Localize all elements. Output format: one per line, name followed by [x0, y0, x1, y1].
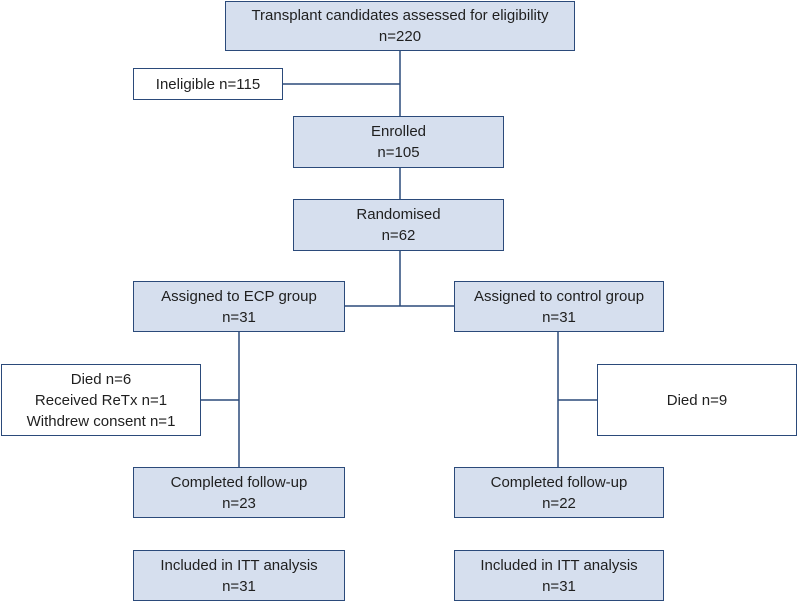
ecp-assigned-count: n=31 [222, 308, 256, 326]
ecp-completed-box: Completed follow-up n=23 [133, 467, 345, 518]
ecp-exclusion-retx: Received ReTx n=1 [34, 391, 168, 409]
control-exclusion-died: Died n=9 [666, 391, 728, 409]
ineligible-label: Ineligible n=115 [155, 75, 261, 93]
screening-box: Transplant candidates assessed for eligi… [225, 1, 575, 51]
ecp-itt-count: n=31 [222, 577, 256, 595]
control-completed-box: Completed follow-up n=22 [454, 467, 664, 518]
ecp-exclusion-died: Died n=6 [70, 370, 132, 388]
enrolled-count: n=105 [377, 144, 420, 161]
control-assigned-box: Assigned to control group n=31 [454, 281, 664, 332]
control-exclusions-box: Died n=9 [597, 364, 797, 436]
screening-title: Transplant candidates assessed for eligi… [251, 7, 549, 24]
control-itt-box: Included in ITT analysis n=31 [454, 550, 664, 601]
control-itt-count: n=31 [542, 577, 576, 595]
ineligible-box: Ineligible n=115 [133, 68, 283, 100]
control-completed-count: n=22 [542, 494, 576, 512]
enrolled-box: Enrolled n=105 [293, 116, 504, 168]
enrolled-title: Enrolled [370, 123, 427, 140]
ecp-assigned-title: Assigned to ECP group [161, 287, 317, 305]
ecp-completed-title: Completed follow-up [170, 473, 308, 491]
randomised-box: Randomised n=62 [293, 199, 504, 251]
control-itt-title: Included in ITT analysis [480, 556, 638, 574]
randomised-count: n=62 [381, 227, 416, 244]
ecp-itt-box: Included in ITT analysis n=31 [133, 550, 345, 601]
control-assigned-title: Assigned to control group [473, 287, 645, 305]
screening-count: n=220 [378, 28, 422, 45]
ecp-exclusions-box: Died n=6 Received ReTx n=1 Withdrew cons… [1, 364, 201, 436]
ecp-assigned-box: Assigned to ECP group n=31 [133, 281, 345, 332]
ecp-exclusion-withdrew: Withdrew consent n=1 [26, 412, 176, 430]
ecp-itt-title: Included in ITT analysis [160, 556, 318, 574]
randomised-title: Randomised [356, 206, 441, 223]
control-assigned-count: n=31 [542, 308, 576, 326]
ecp-completed-count: n=23 [222, 494, 256, 512]
control-completed-title: Completed follow-up [490, 473, 628, 491]
